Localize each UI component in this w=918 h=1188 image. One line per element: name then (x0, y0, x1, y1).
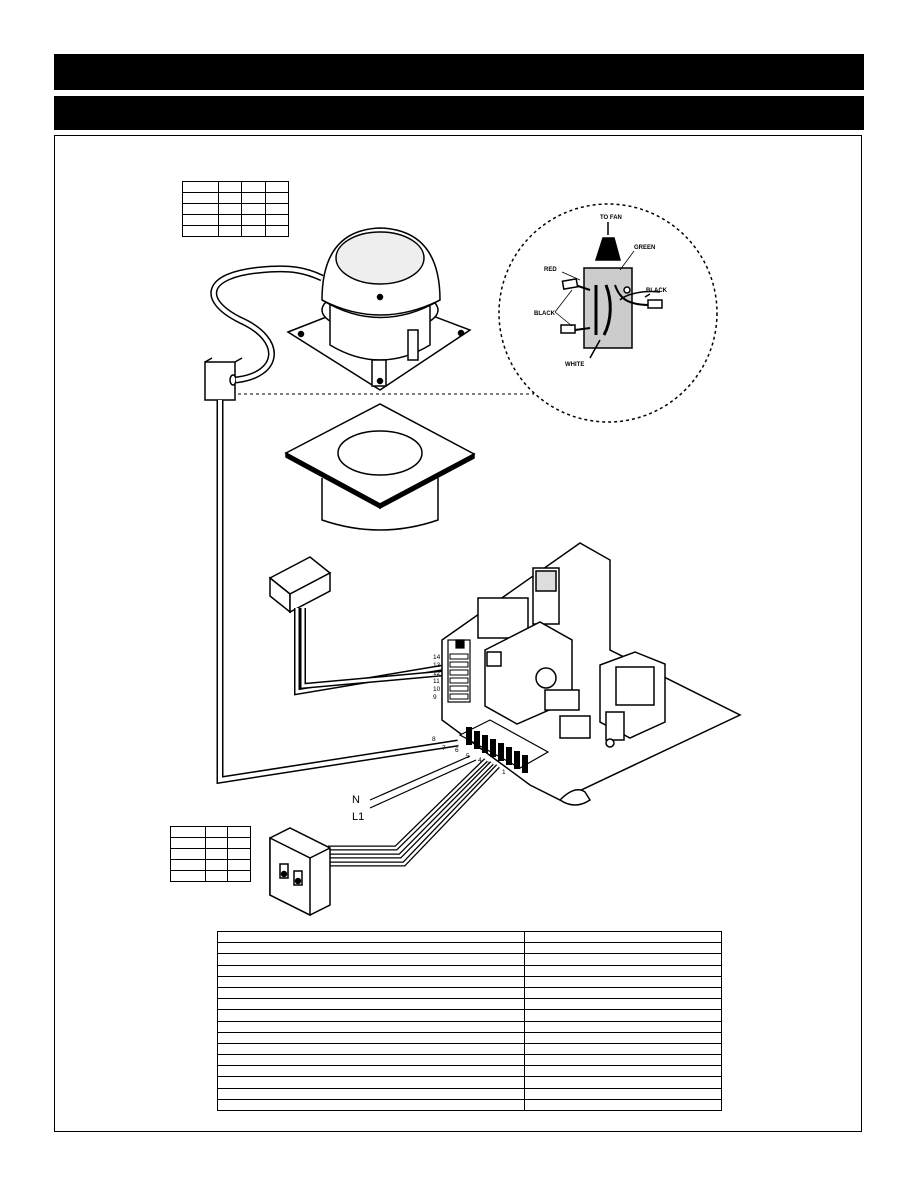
sensor-box (268, 556, 332, 614)
table-cell (524, 1098, 722, 1112)
fan-wire-table (182, 181, 290, 237)
header-bar-bottom (54, 96, 864, 130)
vent-cap-plate (284, 403, 476, 531)
table-row (217, 998, 722, 1011)
terminal-screw (514, 751, 520, 769)
terminal-number: 4 (478, 757, 482, 764)
diagram-frame (54, 135, 862, 1132)
terminal-number: 11 (433, 678, 440, 685)
table-row (170, 870, 251, 882)
table-cell (227, 870, 251, 882)
table-row (217, 930, 722, 944)
label-white: WHITE (565, 362, 584, 368)
terminal-number: 10 (433, 686, 441, 693)
label-neutral: N (352, 794, 360, 806)
label-black-right: BLACK (646, 288, 668, 294)
terminal-number: 8 (432, 736, 436, 743)
terminal-number: 1 (502, 769, 506, 776)
wall-switch (269, 827, 331, 917)
label-to-fan: TO FAN (600, 215, 622, 221)
wire-detail (560, 222, 663, 359)
terminal-screw (449, 669, 469, 676)
terminal-screw (498, 743, 504, 761)
table-row (170, 837, 251, 849)
label-black-left: BLACK (534, 311, 556, 317)
terminal-number: 14 (433, 654, 441, 661)
header-bar-top (54, 54, 864, 90)
table-row (217, 964, 722, 977)
terminal-screw (449, 685, 469, 692)
table-cell (264, 225, 290, 237)
terminal-screw (506, 747, 512, 765)
terminal-number: 13 (433, 662, 441, 669)
label-red: RED (544, 267, 557, 273)
terminal-screw (449, 661, 469, 668)
terminal-number: 6 (455, 747, 459, 754)
exhaust-fan (286, 227, 472, 391)
terminal-screw (522, 755, 528, 773)
terminal-screw (482, 735, 488, 753)
terminal-screw (449, 653, 469, 660)
terminal-screw (490, 739, 496, 757)
terminal-number: 9 (433, 694, 437, 701)
table-row (217, 1098, 722, 1112)
terminal-number: 7 (442, 745, 446, 752)
table-row (182, 214, 290, 226)
terminal-screw (449, 693, 469, 700)
table-row (182, 225, 290, 237)
table-cell (170, 870, 206, 882)
table-row (217, 1020, 722, 1033)
legend-table (217, 930, 722, 1112)
terminal-screw (466, 727, 472, 745)
label-green: GREEN (634, 245, 655, 251)
terminal-number: 12 (433, 670, 441, 677)
terminal-screw (474, 731, 480, 749)
table-row (217, 1065, 722, 1078)
switch-wire-table (170, 826, 251, 882)
terminal-screw (449, 677, 469, 684)
label-line: L1 (352, 811, 364, 823)
